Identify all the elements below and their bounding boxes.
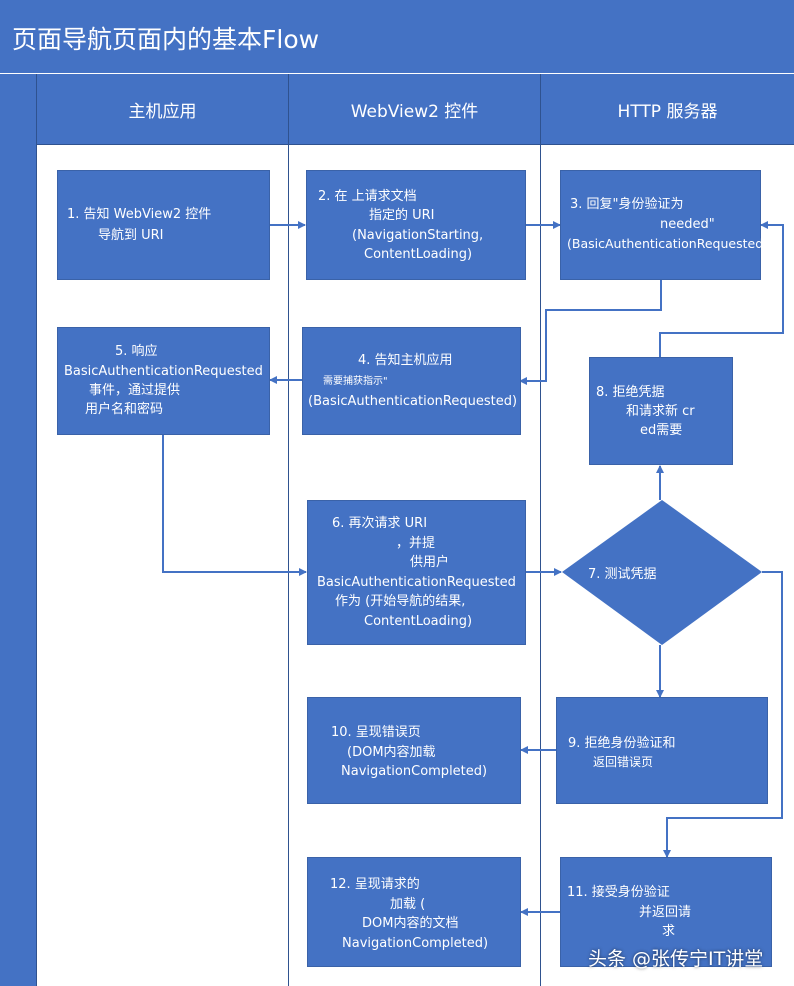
- step-2-box: 2. 在 上请求文档 指定的 URI (NavigationStarting, …: [306, 170, 526, 280]
- step-12-line-3: DOM内容的文档: [362, 916, 459, 931]
- step-1-box: 1. 告知 WebView2 控件 导航到 URI: [57, 170, 270, 280]
- lane-header-host: 主机应用: [37, 74, 289, 145]
- step-6-line-3: 供用户: [410, 555, 450, 570]
- left-strip: [0, 74, 37, 986]
- step-8-box: 8. 拒绝凭据 和请求新 cr ed需要: [589, 357, 733, 465]
- step-10-box: 10. 呈现错误页 (DOM内容加载 NavigationCompleted): [307, 697, 521, 804]
- lane-divider-2: [540, 74, 541, 986]
- step-8-line-1: 8. 拒绝凭据: [596, 385, 665, 400]
- step-3-box: 3. 回复"身份验证为 needed" (BasicAuthentication…: [560, 170, 768, 280]
- lane-header-webview: WebView2 控件: [289, 74, 541, 145]
- step-12-line-4: NavigationCompleted): [342, 936, 489, 951]
- step-5-line-1: 5. 响应: [115, 344, 158, 359]
- step-5-line-4: 用户名和密码: [85, 402, 164, 417]
- step-4-box: 4. 告知主机应用 需要捕获指示" (BasicAuthenticationRe…: [302, 327, 521, 435]
- lane-header-server: HTTP 服务器: [541, 74, 794, 145]
- lane-label-host: 主机应用: [128, 101, 197, 122]
- step-6-line-4: BasicAuthenticationRequested: [317, 575, 516, 590]
- step-2-line-4: ContentLoading): [364, 247, 473, 262]
- step-4-line-1: 4. 告知主机应用: [358, 353, 453, 368]
- diagram-title: 页面导航页面内的基本Flow: [12, 25, 320, 54]
- step-3-line-1: 3. 回复"身份验证为: [570, 197, 684, 212]
- step-12-box: 12. 呈现请求的 加载 ( DOM内容的文档 NavigationComple…: [307, 857, 521, 967]
- step-9-box: 9. 拒绝身份验证和 返回错误页: [556, 697, 768, 804]
- step-11-line-3: 求: [662, 924, 676, 939]
- step-10-line-3: NavigationCompleted): [341, 764, 488, 779]
- step-8-line-3: ed需要: [640, 423, 683, 438]
- step-2-line-2: 指定的 URI: [369, 208, 435, 223]
- step-9-line-2: 返回错误页: [593, 755, 654, 769]
- step-6-box: 6. 再次请求 URI ，并提 供用户 BasicAuthenticationR…: [307, 500, 526, 645]
- step-11-line-2: 并返回请: [639, 905, 692, 920]
- step-6-line-6: ContentLoading): [364, 614, 473, 629]
- step-8-line-2: 和请求新 cr: [626, 404, 695, 419]
- step-1-line-1: 1. 告知 WebView2 控件: [67, 207, 212, 222]
- step-2-line-3: (NavigationStarting,: [352, 228, 484, 243]
- step-9-line-1: 9. 拒绝身份验证和: [568, 736, 676, 751]
- step-5-line-3: 事件，通过提供: [89, 383, 181, 398]
- step-2-line-1: 2. 在 上请求文档: [318, 189, 417, 204]
- step-3-line-3: (BasicAuthenticationRequested): [567, 236, 769, 251]
- step-7-label: 7. 测试凭据: [588, 567, 657, 582]
- step-5-box: 5. 响应 BasicAuthenticationRequested 事件，通过…: [57, 327, 270, 435]
- step-4-line-2: 需要捕获指示": [323, 376, 388, 387]
- watermark: 头条 @张传宁IT讲堂: [588, 948, 764, 970]
- title-bar: 页面导航页面内的基本Flow: [0, 0, 794, 74]
- step-5-line-2: BasicAuthenticationRequested: [64, 364, 263, 379]
- lane-label-webview: WebView2 控件: [350, 101, 479, 122]
- step-10-line-1: 10. 呈现错误页: [331, 725, 421, 740]
- step-12-line-1: 12. 呈现请求的: [330, 877, 420, 892]
- arrow-5-to-6: [162, 435, 307, 576]
- step-4-line-3: (BasicAuthenticationRequested): [308, 394, 518, 409]
- lane-label-server: HTTP 服务器: [617, 101, 718, 122]
- step-1-line-2: 导航到 URI: [98, 228, 164, 243]
- step-11-line-1: 11. 接受身份验证: [567, 885, 670, 900]
- step-6-line-2: ，并提: [396, 536, 436, 551]
- step-6-line-5: 作为 (开始导航的结果,: [335, 594, 466, 609]
- step-11-box: 11. 接受身份验证 并返回请 求: [560, 857, 772, 967]
- lane-divider-1: [288, 74, 289, 986]
- step-6-line-1: 6. 再次请求 URI: [332, 516, 428, 531]
- step-10-line-2: (DOM内容加载: [347, 745, 436, 760]
- step-3-line-2: needed": [660, 217, 715, 232]
- step-12-line-2: 加载 (: [390, 897, 426, 912]
